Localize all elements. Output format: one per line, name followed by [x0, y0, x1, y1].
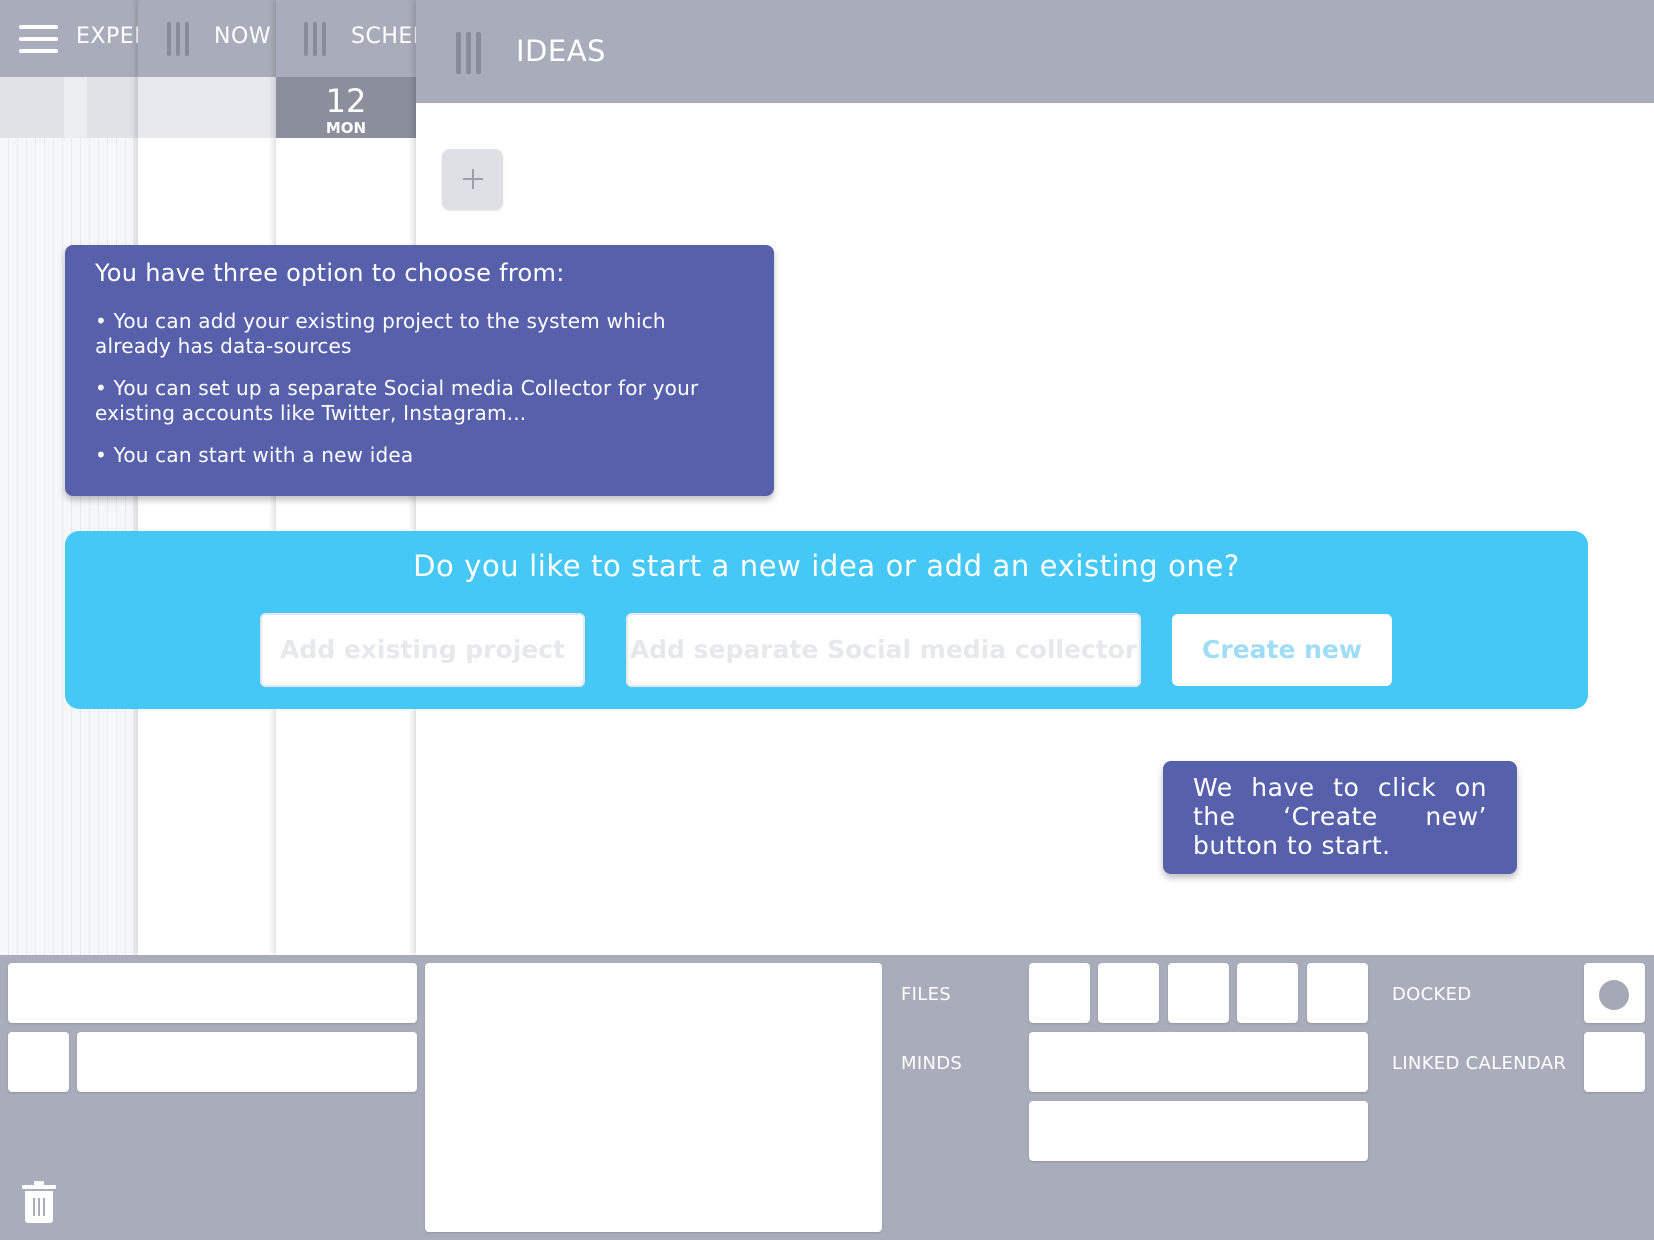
date-badge[interactable]: 12 MON — [276, 77, 416, 138]
drag-handle-icon[interactable] — [456, 32, 481, 74]
info-tooltip: You have three option to choose from: • … — [65, 245, 774, 496]
day-strip — [0, 77, 138, 138]
file-slot[interactable] — [1029, 963, 1090, 1023]
toggle-dot — [1599, 980, 1629, 1010]
docked-toggle[interactable] — [1584, 963, 1645, 1023]
info-item: • You can set up a separate Social media… — [95, 376, 699, 425]
file-slot[interactable] — [1168, 963, 1229, 1023]
trash-icon[interactable] — [22, 1181, 56, 1223]
info-item: • You can start with a new idea — [95, 443, 414, 467]
add-social-collector-button[interactable]: Add separate Social media collector — [626, 613, 1141, 687]
description-field[interactable] — [425, 963, 882, 1232]
column-title-ideas: IDEAS — [516, 34, 606, 68]
docked-label: DOCKED — [1392, 984, 1472, 1005]
info-item: • You can add your existing project to t… — [95, 309, 666, 358]
menu-icon[interactable] — [19, 25, 58, 53]
add-existing-project-button[interactable]: Add existing project — [260, 613, 585, 687]
bottom-panel: FILES MINDS DOCKED LINKED CALENDAR — [0, 955, 1654, 1240]
name-field[interactable] — [8, 963, 417, 1023]
linked-calendar-toggle[interactable] — [1584, 1032, 1645, 1092]
file-slot[interactable] — [1098, 963, 1159, 1023]
drag-handle-icon[interactable] — [167, 22, 189, 56]
column-experiments: EXPERIMENTS — [0, 0, 138, 955]
tag-field[interactable] — [77, 1032, 417, 1092]
hint-tooltip: We have to click on the ‘Create new’ but… — [1163, 761, 1517, 874]
column-title-experiments[interactable]: EXPERIMENTS — [76, 24, 138, 49]
start-dialog: Do you like to start a new idea or add a… — [65, 531, 1588, 709]
column-header: SCHEDULE — [276, 0, 416, 77]
dialog-question: Do you like to start a new idea or add a… — [413, 549, 1240, 583]
minds-field[interactable] — [1029, 1032, 1368, 1092]
column-title-schedule[interactable]: SCHEDULE — [351, 24, 416, 49]
column-header: EXPERIMENTS — [0, 0, 138, 77]
column-header: IDEAS — [416, 0, 1654, 103]
minds-label: MINDS — [901, 1053, 963, 1074]
color-swatch[interactable] — [8, 1032, 69, 1092]
drag-handle-icon[interactable] — [304, 22, 326, 56]
day-strip — [138, 77, 276, 138]
create-new-button[interactable]: Create new — [1172, 614, 1392, 686]
add-idea-button[interactable] — [442, 149, 503, 210]
date-number: 12 — [325, 82, 367, 120]
column-title-now[interactable]: NOW — [214, 24, 272, 49]
minds-field[interactable] — [1029, 1101, 1368, 1161]
date-weekday: MON — [325, 119, 367, 137]
file-slot[interactable] — [1237, 963, 1298, 1023]
column-header: NOW — [138, 0, 276, 77]
info-title: You have three option to choose from: — [95, 259, 565, 287]
files-label: FILES — [901, 984, 951, 1005]
linked-calendar-label: LINKED CALENDAR — [1392, 1053, 1567, 1074]
file-slot[interactable] — [1307, 963, 1368, 1023]
